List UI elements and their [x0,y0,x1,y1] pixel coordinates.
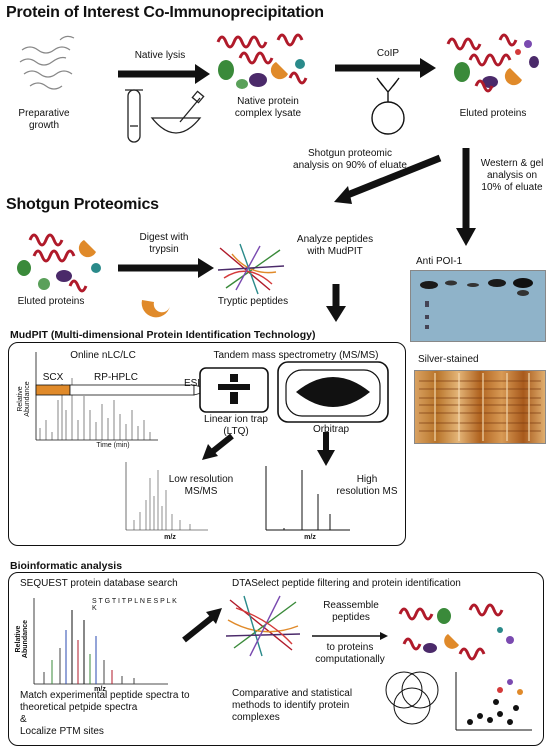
peptides-mesh-icon [226,596,300,656]
venn-diagram-icon [386,672,438,724]
dtaselect-label: DTASelect peptide filtering and protein … [232,578,532,590]
comparative-label: Comparative and statistical methods to i… [232,688,372,724]
reassemble-label: Reassemble peptides [316,600,386,624]
ampersand-label: & [20,714,40,726]
sequest-mz-label: m/z [90,686,110,693]
sequest-rel-abundance-label: Relative Abundance [15,609,29,669]
peptide-sequence-label: S T G T I T P L N E S P L K K [92,598,182,612]
sequest-label: SEQUEST protein database search [20,578,190,590]
to-proteins-label: to proteins computationally [310,642,390,666]
bioinfo-arrow [184,616,214,640]
assembled-proteins-icon [400,605,514,659]
scatter-plot-icon [456,672,532,730]
localize-ptm-label: Localize PTM sites [20,726,140,738]
match-spectra-label: Match experimental peptide spectra to th… [20,690,190,714]
